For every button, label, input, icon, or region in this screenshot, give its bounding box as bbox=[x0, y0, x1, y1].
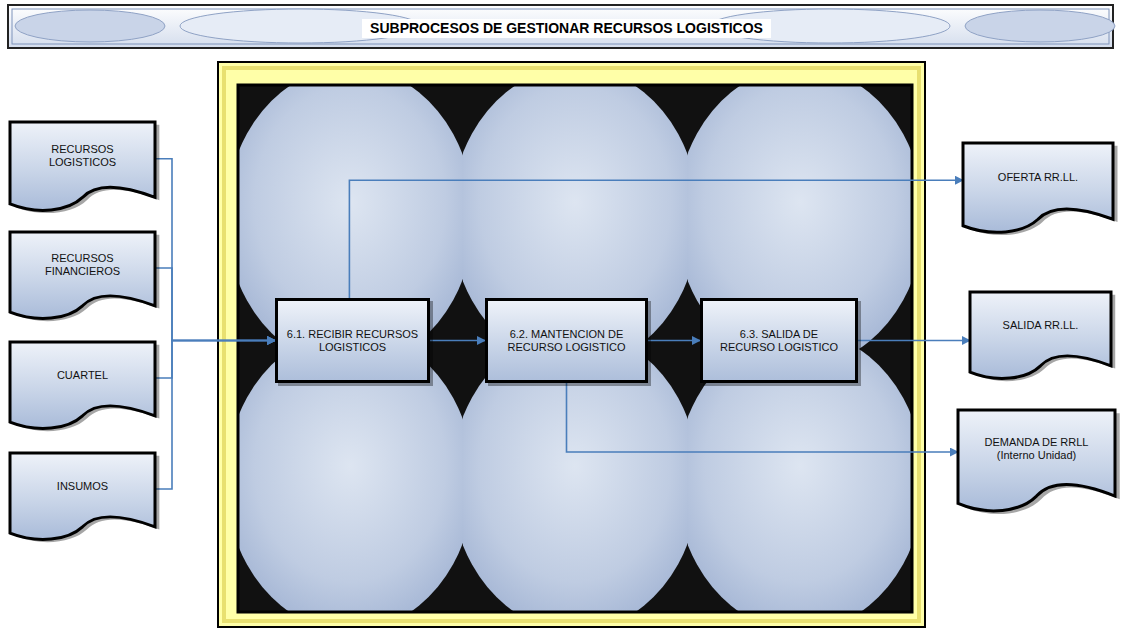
document-shape: OFERTA RR.LL. bbox=[963, 143, 1113, 236]
document-shape: RECURSOS LOGISTICOS bbox=[10, 122, 155, 214]
title-banner bbox=[8, 5, 1115, 48]
document-label: OFERTA RR.LL. bbox=[998, 171, 1078, 184]
document-outline bbox=[10, 453, 155, 543]
document-shape: RECURSOS FINANCIEROS bbox=[10, 232, 155, 322]
flow-arrow bbox=[858, 340, 970, 342]
document-outline bbox=[958, 410, 1115, 515]
text-area: RECURSOS LOGISTICOS bbox=[10, 122, 155, 190]
document-body bbox=[958, 410, 1115, 511]
text-area: 6.3. SALIDA DE RECURSO LOGISTICO bbox=[703, 301, 855, 380]
document-label: DEMANDA DE RRLL (Interno Unidad) bbox=[968, 436, 1105, 462]
process-box: 6.1. RECIBIR RECURSOS LOGISTICOS bbox=[275, 298, 430, 383]
flow-arrow bbox=[155, 341, 275, 379]
text-area: INSUMOS bbox=[10, 453, 155, 520]
flow-arrow bbox=[155, 268, 275, 341]
document-body bbox=[10, 453, 155, 539]
text-area: SALIDA RR.LL. bbox=[970, 292, 1111, 359]
document-label: CUARTEL bbox=[57, 369, 108, 382]
document-shape: DEMANDA DE RRLL (Interno Unidad) bbox=[958, 410, 1115, 515]
text-area: OFERTA RR.LL. bbox=[963, 143, 1113, 212]
text-area: 6.2. MANTENCION DE RECURSO LOGISTICO bbox=[488, 301, 645, 380]
document-body bbox=[963, 143, 1113, 232]
subprocess-container bbox=[218, 62, 925, 627]
document-body bbox=[10, 342, 155, 428]
process-label: 6.2. MANTENCION DE RECURSO LOGISTICO bbox=[496, 328, 637, 354]
flow-arrow bbox=[430, 340, 485, 342]
process-box: 6.3. SALIDA DE RECURSO LOGISTICO bbox=[700, 298, 858, 383]
document-shape: INSUMOS bbox=[10, 453, 155, 543]
text-area: RECURSOS FINANCIEROS bbox=[10, 232, 155, 299]
text-area: 6.1. RECIBIR RECURSOS LOGISTICOS bbox=[278, 301, 427, 380]
document-body bbox=[970, 292, 1111, 378]
document-body bbox=[10, 122, 155, 210]
document-label: INSUMOS bbox=[57, 480, 108, 493]
process-label: 6.1. RECIBIR RECURSOS LOGISTICOS bbox=[286, 328, 419, 354]
document-shape: CUARTEL bbox=[10, 342, 155, 432]
process-label: 6.3. SALIDA DE RECURSO LOGISTICO bbox=[711, 328, 847, 354]
document-outline bbox=[963, 143, 1113, 236]
document-outline bbox=[10, 342, 155, 432]
flow-arrow bbox=[349, 180, 963, 298]
flow-arrow bbox=[648, 340, 700, 342]
document-label: SALIDA RR.LL. bbox=[1003, 319, 1079, 332]
diagram-title: SUBPROCESOS DE GESTIONAR RECURSOS LOGIST… bbox=[362, 19, 771, 38]
flow-arrow bbox=[567, 383, 959, 452]
title-wrap: SUBPROCESOS DE GESTIONAR RECURSOS LOGIST… bbox=[0, 19, 1133, 38]
flow-arrow bbox=[155, 341, 275, 490]
document-outline bbox=[970, 292, 1111, 382]
text-area: DEMANDA DE RRLL (Interno Unidad) bbox=[958, 410, 1115, 488]
text-area: CUARTEL bbox=[10, 342, 155, 409]
document-body bbox=[10, 232, 155, 318]
document-label: RECURSOS LOGISTICOS bbox=[20, 143, 145, 169]
document-shape: SALIDA RR.LL. bbox=[970, 292, 1111, 382]
document-label: RECURSOS FINANCIEROS bbox=[20, 252, 145, 278]
flow-arrow bbox=[155, 159, 275, 341]
process-box: 6.2. MANTENCION DE RECURSO LOGISTICO bbox=[485, 298, 648, 383]
